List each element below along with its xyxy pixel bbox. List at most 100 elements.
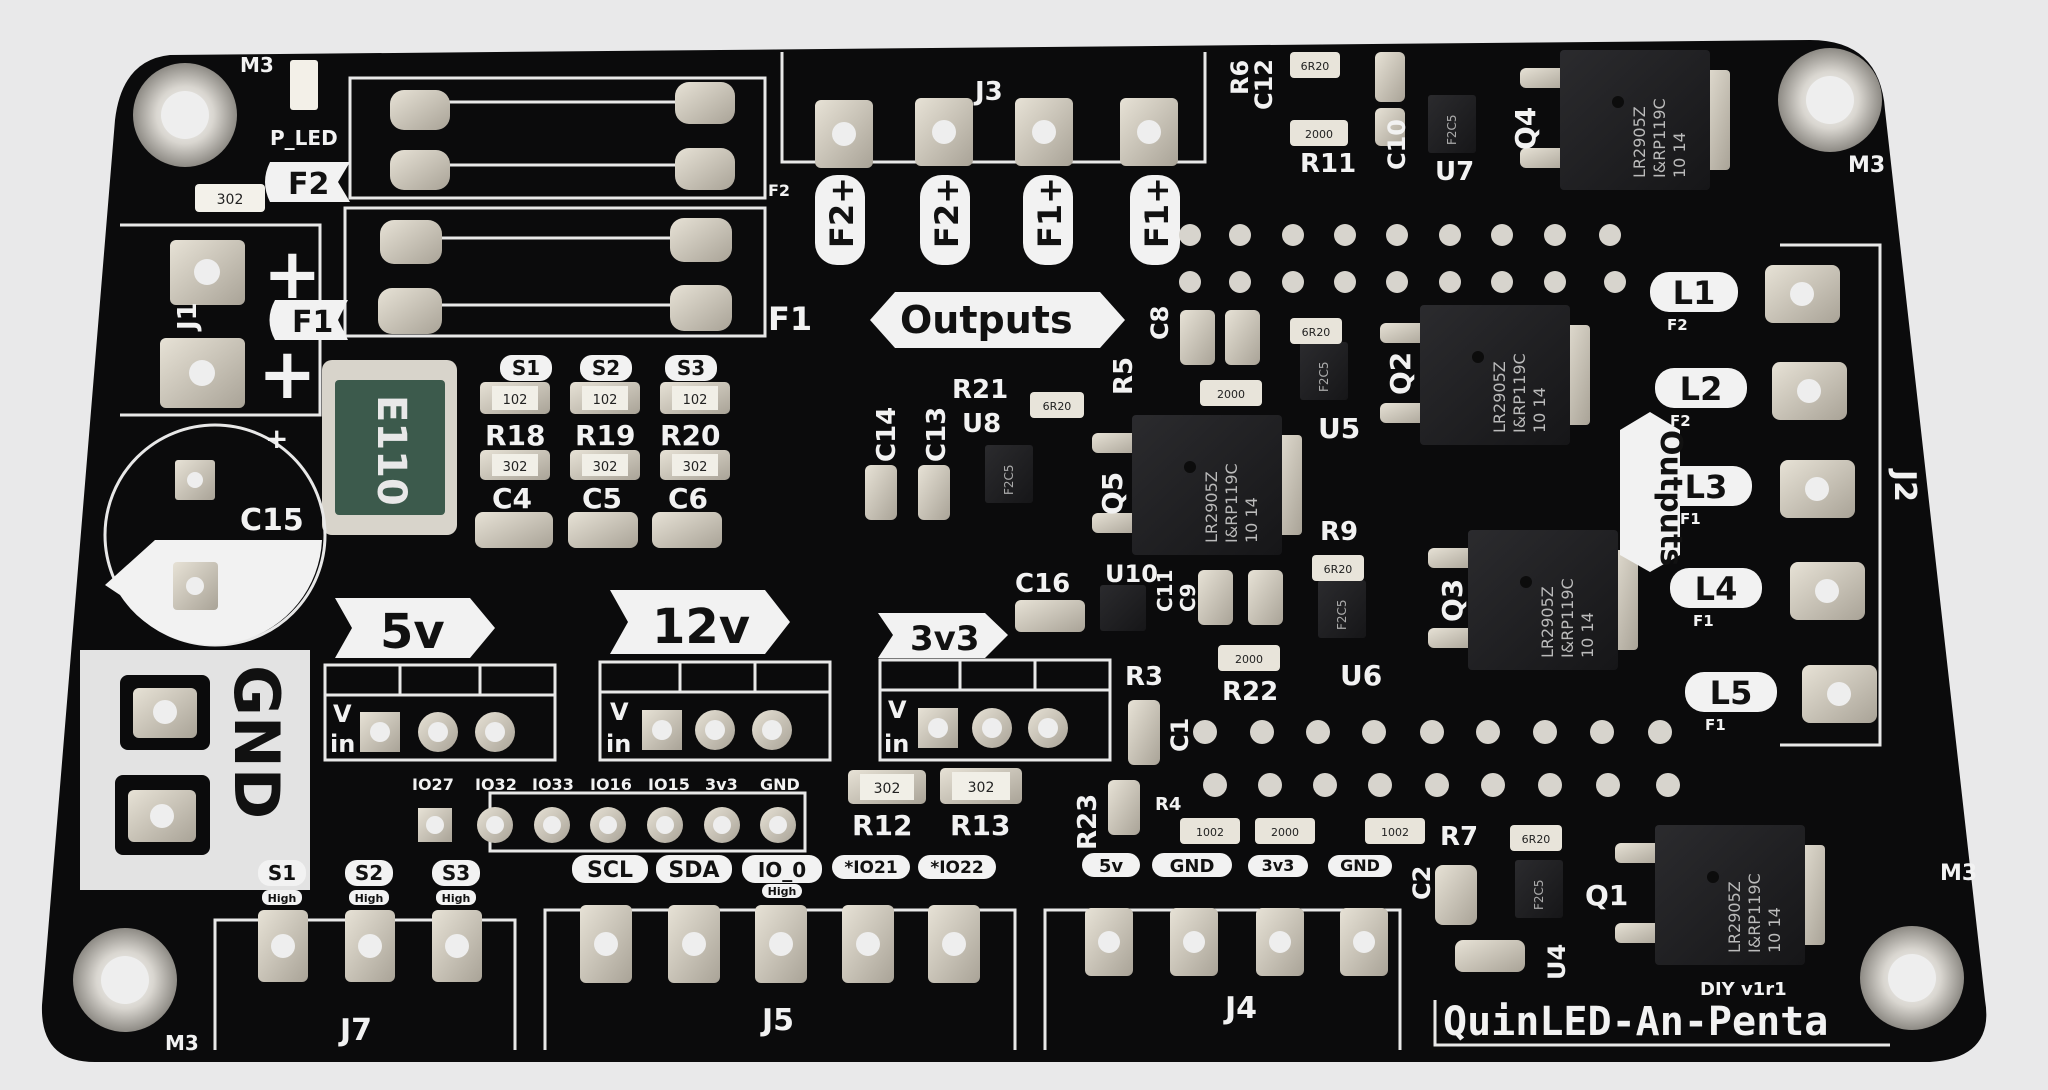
svg-text:Q4: Q4 bbox=[1509, 107, 1542, 150]
mosfet-q5: LR2905Z I&RP119C 10 14 bbox=[1092, 415, 1302, 555]
svg-text:High: High bbox=[442, 892, 471, 905]
svg-text:S2: S2 bbox=[592, 356, 620, 380]
m3-label-br: M3 bbox=[1940, 861, 1977, 886]
svg-text:Outputs: Outputs bbox=[900, 298, 1073, 342]
svg-text:1002: 1002 bbox=[1381, 826, 1409, 839]
svg-text:302: 302 bbox=[968, 780, 995, 796]
svg-text:R9: R9 bbox=[1320, 517, 1358, 547]
pcb-board bbox=[41, 40, 1987, 1062]
c15-label: C15 bbox=[240, 503, 304, 538]
svg-text:6R20: 6R20 bbox=[1522, 833, 1551, 846]
svg-text:12v: 12v bbox=[652, 599, 750, 655]
svg-text:F2: F2 bbox=[1667, 316, 1688, 334]
f1-flag: F1 bbox=[269, 300, 348, 340]
svg-text:R11: R11 bbox=[1300, 149, 1356, 179]
smd-302-left-text: 302 bbox=[217, 192, 244, 208]
svg-text:10 14: 10 14 bbox=[1530, 387, 1549, 433]
vin-5v-in: in bbox=[330, 730, 355, 758]
svg-text:IO33: IO33 bbox=[532, 775, 574, 794]
board-version: DIY v1r1 bbox=[1700, 979, 1787, 1000]
svg-text:F2C5: F2C5 bbox=[1445, 114, 1459, 145]
gpio-header-pins bbox=[418, 807, 796, 843]
vin-5v-v: V bbox=[333, 700, 352, 728]
flag-3v3: 3v3 bbox=[878, 613, 1008, 659]
svg-text:3v3: 3v3 bbox=[910, 619, 979, 659]
caps-c4-c6 bbox=[475, 512, 722, 548]
svg-text:C8: C8 bbox=[1146, 306, 1174, 340]
polyfuse-marking: E110 bbox=[368, 395, 414, 506]
svg-text:Q2: Q2 bbox=[1384, 352, 1417, 395]
vin-3v3-v: V bbox=[888, 696, 907, 724]
flag-12v: 12v bbox=[610, 590, 790, 655]
svg-text:R23: R23 bbox=[1073, 794, 1103, 850]
svg-text:LR2905Z: LR2905Z bbox=[1202, 471, 1221, 543]
j1-label: J1 bbox=[173, 302, 203, 332]
svg-text:I&RP119C: I&RP119C bbox=[1222, 463, 1241, 543]
svg-text:SCL: SCL bbox=[587, 858, 633, 883]
svg-text:U4: U4 bbox=[1543, 944, 1571, 980]
power-led bbox=[290, 60, 318, 110]
svg-text:F1: F1 bbox=[1705, 716, 1726, 734]
svg-text:C1: C1 bbox=[1166, 718, 1194, 752]
svg-text:*IO21: *IO21 bbox=[844, 858, 897, 878]
svg-text:Q5: Q5 bbox=[1096, 472, 1129, 515]
svg-text:F2+: F2+ bbox=[823, 177, 861, 248]
svg-text:L1: L1 bbox=[1673, 274, 1716, 312]
svg-text:5v: 5v bbox=[380, 604, 445, 660]
svg-text:F2C5: F2C5 bbox=[1002, 464, 1016, 495]
r19-label: R19 bbox=[575, 419, 636, 452]
svg-text:2000: 2000 bbox=[1271, 826, 1299, 839]
svg-text:R5: R5 bbox=[1109, 357, 1139, 395]
board-name: QuinLED-An-Penta bbox=[1443, 999, 1828, 1045]
svg-text:S1: S1 bbox=[268, 861, 296, 885]
svg-text:F2C5: F2C5 bbox=[1335, 599, 1349, 630]
svg-text:High: High bbox=[268, 892, 297, 905]
svg-text:L3: L3 bbox=[1685, 468, 1728, 506]
svg-text:102: 102 bbox=[593, 393, 618, 408]
svg-text:C9: C9 bbox=[1176, 583, 1200, 612]
mosfet-q2: LR2905Z I&RP119C 10 14 bbox=[1380, 305, 1590, 445]
j3-flags: F2+ F2+ F1+ F1+ bbox=[815, 175, 1180, 265]
svg-text:S1: S1 bbox=[512, 356, 540, 380]
j7-pads bbox=[258, 910, 482, 982]
svg-text:S3: S3 bbox=[677, 356, 705, 380]
svg-text:F1: F1 bbox=[1693, 612, 1714, 630]
svg-text:S2: S2 bbox=[355, 861, 383, 885]
smd-ics: F2C5 F2C5 F2C5 F2C5 F2C5 bbox=[985, 95, 1563, 918]
svg-text:6R20: 6R20 bbox=[1301, 60, 1330, 73]
c15-plus: + bbox=[265, 422, 288, 455]
svg-text:102: 102 bbox=[683, 393, 708, 408]
m3-label-tr: M3 bbox=[1848, 153, 1885, 178]
svg-text:Q3: Q3 bbox=[1436, 579, 1469, 622]
outputs-vertical-flag: Outputs bbox=[1620, 412, 1688, 572]
j3-label: J3 bbox=[973, 77, 1003, 107]
svg-text:C12: C12 bbox=[1250, 59, 1278, 110]
svg-text:LR2905Z: LR2905Z bbox=[1630, 106, 1649, 178]
f2-flag: F2 bbox=[265, 162, 350, 202]
svg-text:U5: U5 bbox=[1318, 412, 1360, 445]
svg-text:5v: 5v bbox=[1099, 856, 1124, 877]
svg-text:C16: C16 bbox=[1015, 569, 1070, 599]
svg-text:2000: 2000 bbox=[1235, 653, 1263, 666]
svg-text:GND: GND bbox=[760, 775, 800, 794]
svg-text:2000: 2000 bbox=[1305, 128, 1333, 141]
via-grid-bottom bbox=[1193, 720, 1680, 797]
svg-text:1002: 1002 bbox=[1196, 826, 1224, 839]
svg-text:302: 302 bbox=[874, 781, 901, 797]
svg-text:LR2905Z: LR2905Z bbox=[1725, 881, 1744, 953]
svg-text:F1+: F1+ bbox=[1138, 177, 1176, 248]
svg-text:F2: F2 bbox=[288, 167, 329, 202]
svg-text:IO16: IO16 bbox=[590, 775, 632, 794]
svg-text:GND: GND bbox=[1170, 856, 1215, 877]
svg-text:L2: L2 bbox=[1680, 370, 1723, 408]
svg-text:GND: GND bbox=[1340, 856, 1380, 875]
svg-text:C2: C2 bbox=[1408, 866, 1436, 900]
f2-small-label: F2 bbox=[768, 181, 790, 200]
svg-text:SDA: SDA bbox=[668, 858, 719, 883]
j3-pads bbox=[815, 98, 1178, 168]
r12-label: R12 bbox=[852, 809, 913, 842]
svg-text:10 14: 10 14 bbox=[1242, 497, 1261, 543]
flag-5v: 5v bbox=[335, 598, 495, 660]
svg-text:F1: F1 bbox=[1680, 510, 1701, 528]
svg-text:IO15: IO15 bbox=[648, 775, 690, 794]
